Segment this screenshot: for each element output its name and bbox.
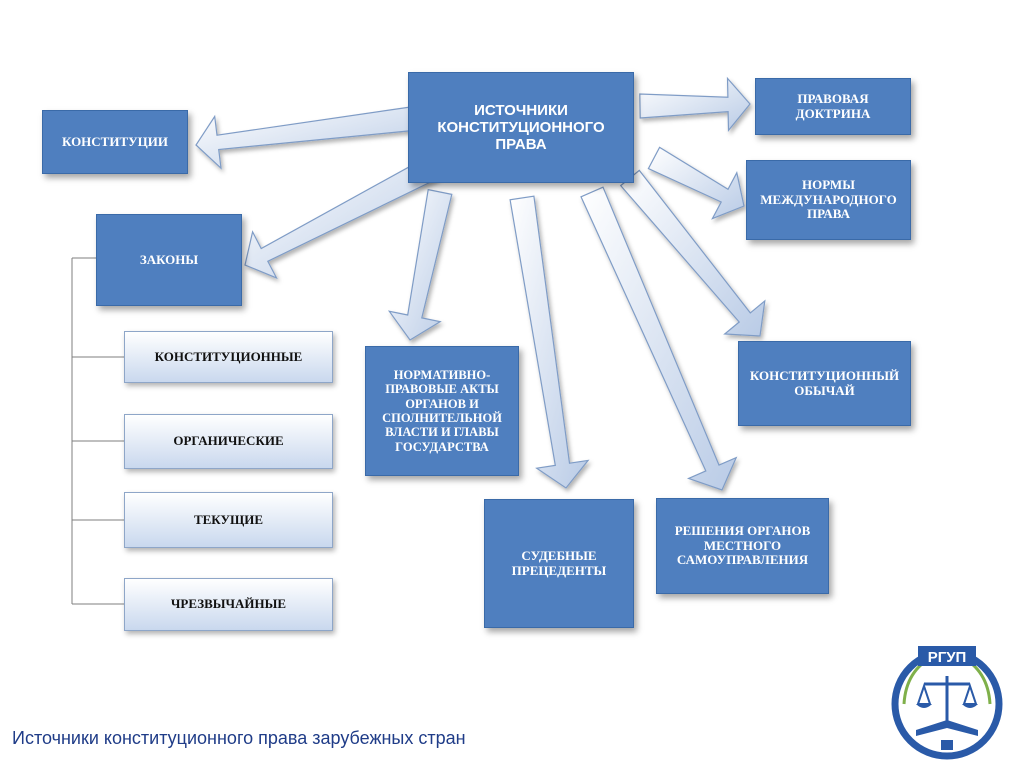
node-constitutions: КОНСТИТУЦИИ <box>42 110 188 174</box>
node-constitutional-custom: КОНСТИТУЦИОННЫЙ ОБЫЧАЙ <box>738 341 911 426</box>
node-normative-acts: НОРМАТИВНО-ПРАВОВЫЕ АКТЫ ОРГАНОВ И СПОЛН… <box>365 346 519 476</box>
node-judicial-precedents: СУДЕБНЫЕ ПРЕЦЕДЕНТЫ <box>484 499 634 628</box>
center-node-sources: ИСТОЧНИКИ КОНСТИТУЦИОННОГО ПРАВА <box>408 72 634 183</box>
slide-caption: Источники конституционного права зарубеж… <box>12 728 466 748</box>
node-legal-doctrine: ПРАВОВАЯ ДОКТРИНА <box>755 78 911 135</box>
arrow-to-constitutions <box>195 105 421 170</box>
arrow-to-international-law <box>647 146 745 220</box>
logo-text: РГУП <box>928 649 967 666</box>
node-laws: ЗАКОНЫ <box>96 214 242 306</box>
node-international-law: НОРМЫ МЕЖДУНАРОДНОГО ПРАВА <box>746 160 911 240</box>
law-type-constitutional: КОНСТИТУЦИОННЫЕ <box>124 331 333 383</box>
law-type-organic: ОРГАНИЧЕСКИЕ <box>124 414 333 469</box>
arrow-to-laws <box>244 156 439 280</box>
rgup-logo-icon: РГУП <box>891 646 1003 760</box>
law-type-emergency: ЧРЕЗВЫЧАЙНЫЕ <box>124 578 333 631</box>
arrow-to-local-government <box>580 186 738 491</box>
laws-tree-connector <box>71 257 124 605</box>
law-type-current: ТЕКУЩИЕ <box>124 492 333 548</box>
arrow-to-constitutional-custom <box>619 169 766 337</box>
arrow-to-normative-acts <box>387 188 453 341</box>
arrow-to-judicial-precedents <box>509 195 590 489</box>
node-local-government: РЕШЕНИЯ ОРГАНОВ МЕСТНОГО САМОУПРАВЛЕНИЯ <box>656 498 829 594</box>
arrow-to-legal-doctrine <box>639 76 751 133</box>
